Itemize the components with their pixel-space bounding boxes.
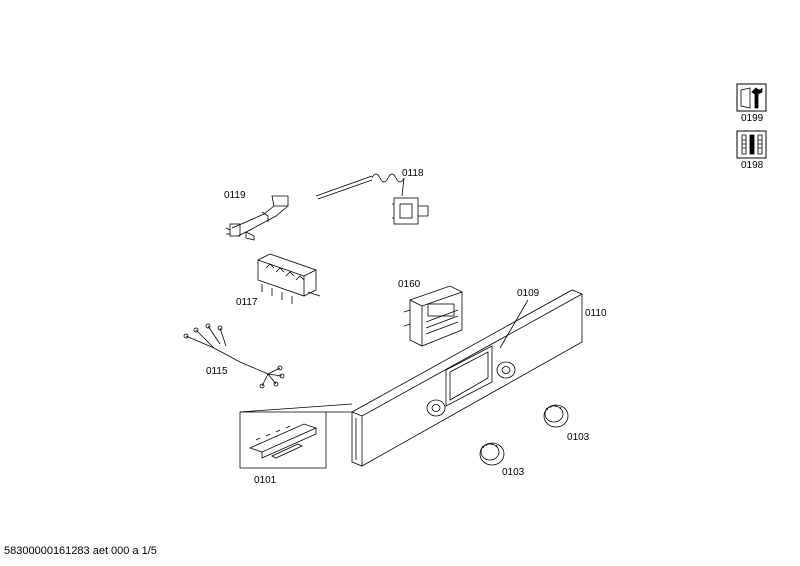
part-0119-drawing[interactable] (225, 195, 289, 241)
part-0103-knob-b-drawing[interactable] (543, 404, 569, 428)
label-0198: 0198 (741, 160, 764, 171)
wrench-icon[interactable] (736, 83, 767, 112)
label-0110: 0110 (585, 308, 607, 319)
label-0103-a: 0103 (502, 467, 525, 478)
leader-0109 (499, 299, 529, 349)
label-0109: 0109 (517, 288, 540, 299)
part-0103-knob-a-drawing[interactable] (479, 442, 505, 466)
label-0103-b: 0103 (567, 432, 590, 443)
part-0101-drawing[interactable] (239, 403, 353, 469)
part-0117-drawing[interactable] (257, 253, 321, 304)
label-0199: 0199 (741, 113, 764, 124)
label-0118: 0118 (402, 168, 424, 179)
label-0101: 0101 (254, 475, 277, 486)
part-0160-drawing[interactable] (403, 285, 463, 347)
label-0115: 0115 (206, 366, 228, 377)
document-reference: 58300000161283 aet 000 a 1/5 (4, 545, 157, 557)
part-0118-drawing[interactable] (315, 173, 429, 225)
label-0160: 0160 (398, 279, 421, 290)
part-0110-drawing[interactable] (351, 289, 583, 467)
label-0117: 0117 (236, 297, 258, 308)
part-0115-drawing[interactable] (183, 323, 285, 389)
label-0119: 0119 (224, 190, 246, 201)
screws-icon[interactable] (736, 130, 767, 159)
